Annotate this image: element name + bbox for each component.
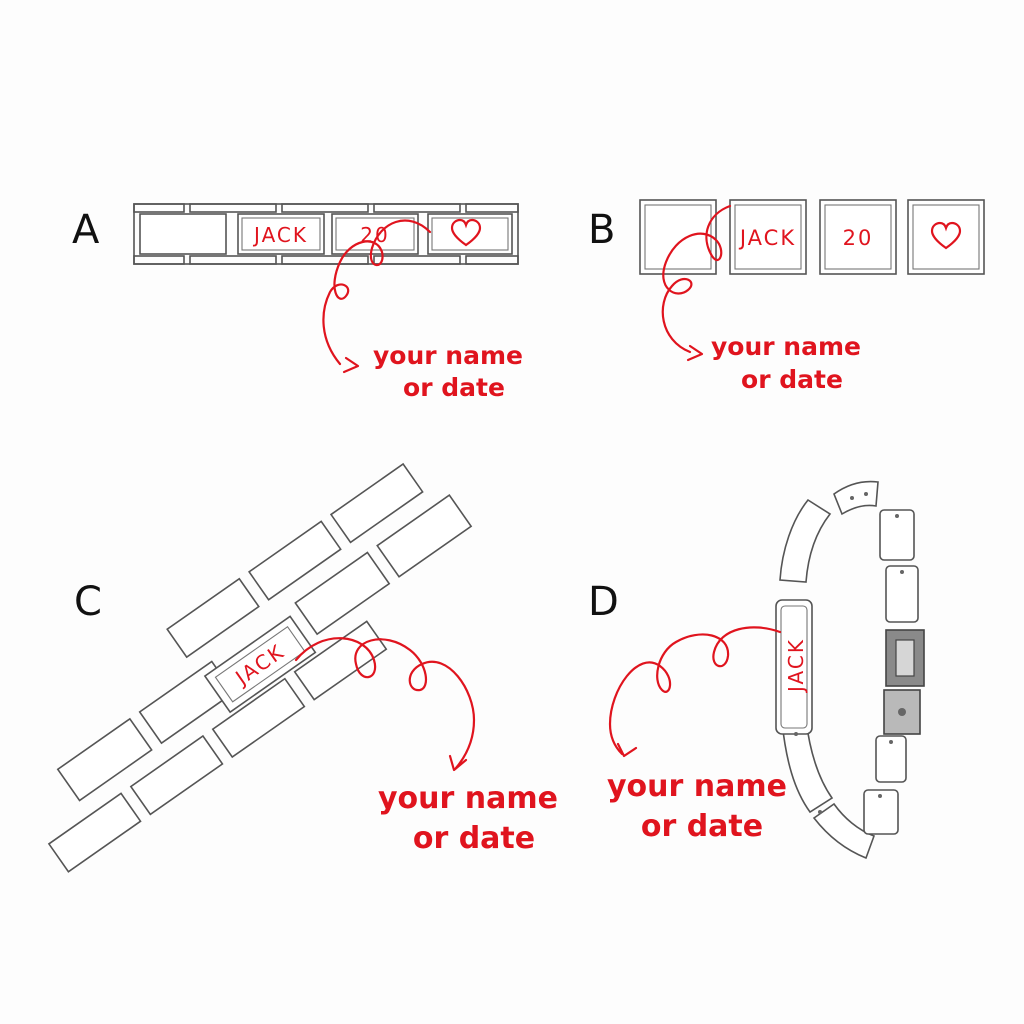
panel-a-caption-line1: your name [373,341,523,370]
panel-a-bottom-link [281,255,369,265]
panel-a-bottom-link [133,255,185,265]
panel-d-caption-line2: or date [641,809,763,844]
panel-c-link [293,620,388,701]
panel-c: C JACK your name or date [47,462,558,873]
panel-c-name-plate [203,615,317,714]
panel-b-link-row [639,199,985,275]
panel-a-name-plate [237,213,325,255]
panel-c-link [294,551,391,636]
panel-d-link [779,498,832,583]
panel-c-link [129,734,224,816]
panel-c-bracelet-diagonal: JACK [47,462,473,873]
panel-b-letter: B [588,207,615,253]
panel-a-arrow [322,219,432,366]
panel-c-link [47,792,142,873]
panel-a-engraving-name: JACK [252,223,308,247]
panel-a-top-link [189,203,277,213]
panel-a-top-link [465,203,519,213]
panel-a-bottom-link [189,255,277,265]
panel-b: B JACK 20 your name or date [588,199,985,394]
panel-c-link [166,577,260,659]
panel-a-top-link [373,203,461,213]
panel-a-bottom-link [373,255,461,265]
panel-a-caption-line2: or date [403,373,505,402]
heart-icon [450,218,482,247]
panel-c-link [247,520,342,601]
panel-d-arrow [608,626,782,756]
panel-d-link [781,719,834,814]
panel-b-caption-line1: your name [711,332,861,361]
panel-d-link [879,509,915,561]
panel-a-blank-plate [139,213,227,255]
panel-a: A JACK 20 [72,203,523,402]
panel-d-letter: D [588,579,619,625]
panel-d-bracelet-loop: JACK [775,480,925,860]
heart-icon [930,221,962,250]
panel-c-caption-line1: your name [378,781,558,816]
panel-a-top-link [281,203,369,213]
panel-c-link [211,677,306,759]
panel-b-caption-line2: or date [741,365,843,394]
panel-c-link [56,717,153,802]
panel-c-arrow [294,637,476,770]
panel-c-caption-line2: or date [413,821,535,856]
panel-c-link [376,494,473,578]
panel-d-link [875,735,907,783]
panel-d: D JACK [588,480,925,860]
panel-b-engraving-number: 20 [843,226,874,250]
panel-b-blank-link [639,199,717,275]
panel-d-engraving-name: JACK [784,638,808,694]
panel-d-link [833,480,879,516]
panel-b-arrow [661,204,732,354]
panel-b-number-link [819,199,897,275]
panel-a-top-link [133,203,185,213]
panel-d-caption-line1: your name [607,769,787,804]
panel-b-name-link [729,199,807,275]
panel-d-link [885,565,919,623]
panel-b-heart-link [907,199,985,275]
panel-d-link [812,802,876,860]
panel-a-letter: A [72,207,100,253]
panel-a-bracelet-strip [133,203,519,265]
panel-c-link [329,462,424,544]
panel-b-engraving-name: JACK [738,226,796,250]
panel-d-link [863,789,899,835]
panel-c-letter: C [74,579,102,625]
panel-a-bottom-link [465,255,519,265]
